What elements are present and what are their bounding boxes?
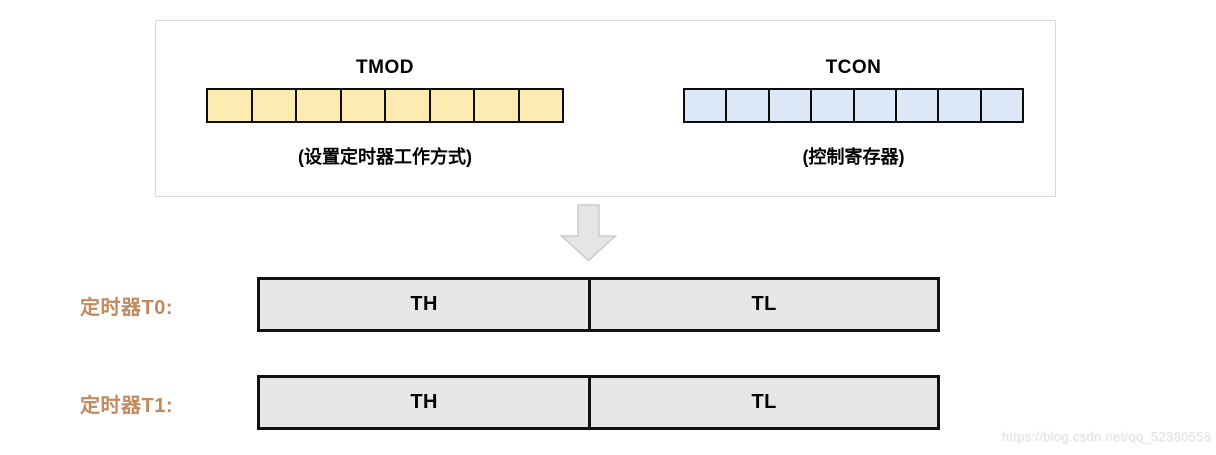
timer-t1-box: TH TL [257, 375, 940, 430]
register-bit-cell [339, 90, 384, 121]
registers-panel: TMOD (设置定时器工作方式) TCON (控制寄存器) [155, 20, 1056, 197]
register-bit-cell [767, 90, 811, 121]
timer-t0-tl-segment: TL [588, 280, 937, 329]
timer-t1-tl-segment: TL [588, 378, 937, 427]
tmod-register-group: TMOD (设置定时器工作方式) [206, 21, 564, 196]
register-bit-cell [979, 90, 1022, 121]
register-bit-cell [517, 90, 562, 121]
tmod-bit-cells [206, 88, 564, 123]
register-bit-cell [428, 90, 473, 121]
timer-t1-label: 定时器T1: [80, 395, 173, 417]
tmod-title: TMOD [356, 57, 414, 78]
watermark-url: https://blog.csdn.net/qq_52380556 [1001, 429, 1211, 444]
timer-t0-box: TH TL [257, 277, 940, 332]
register-bit-cell [937, 90, 980, 121]
register-bit-cell [685, 90, 726, 121]
tcon-bit-cells [683, 88, 1024, 123]
register-bit-cell [810, 90, 853, 121]
timer-t1-th-segment: TH [410, 391, 438, 413]
register-bit-cell [295, 90, 340, 121]
tcon-caption: (控制寄存器) [802, 147, 905, 167]
tcon-register-group: TCON (控制寄存器) [683, 21, 1024, 196]
register-bit-cell [208, 90, 251, 121]
tcon-title: TCON [825, 57, 882, 78]
register-bit-cell [852, 90, 895, 121]
register-bit-cell [894, 90, 938, 121]
timer-t0-th-segment: TH [410, 293, 438, 315]
register-bit-cell [250, 90, 295, 121]
down-arrow-icon [559, 204, 618, 262]
tmod-caption: (设置定时器工作方式) [298, 147, 472, 167]
register-bit-cell [384, 90, 429, 121]
timer-t0-label: 定时器T0: [80, 297, 173, 319]
register-bit-cell [725, 90, 768, 121]
register-bit-cell [473, 90, 518, 121]
